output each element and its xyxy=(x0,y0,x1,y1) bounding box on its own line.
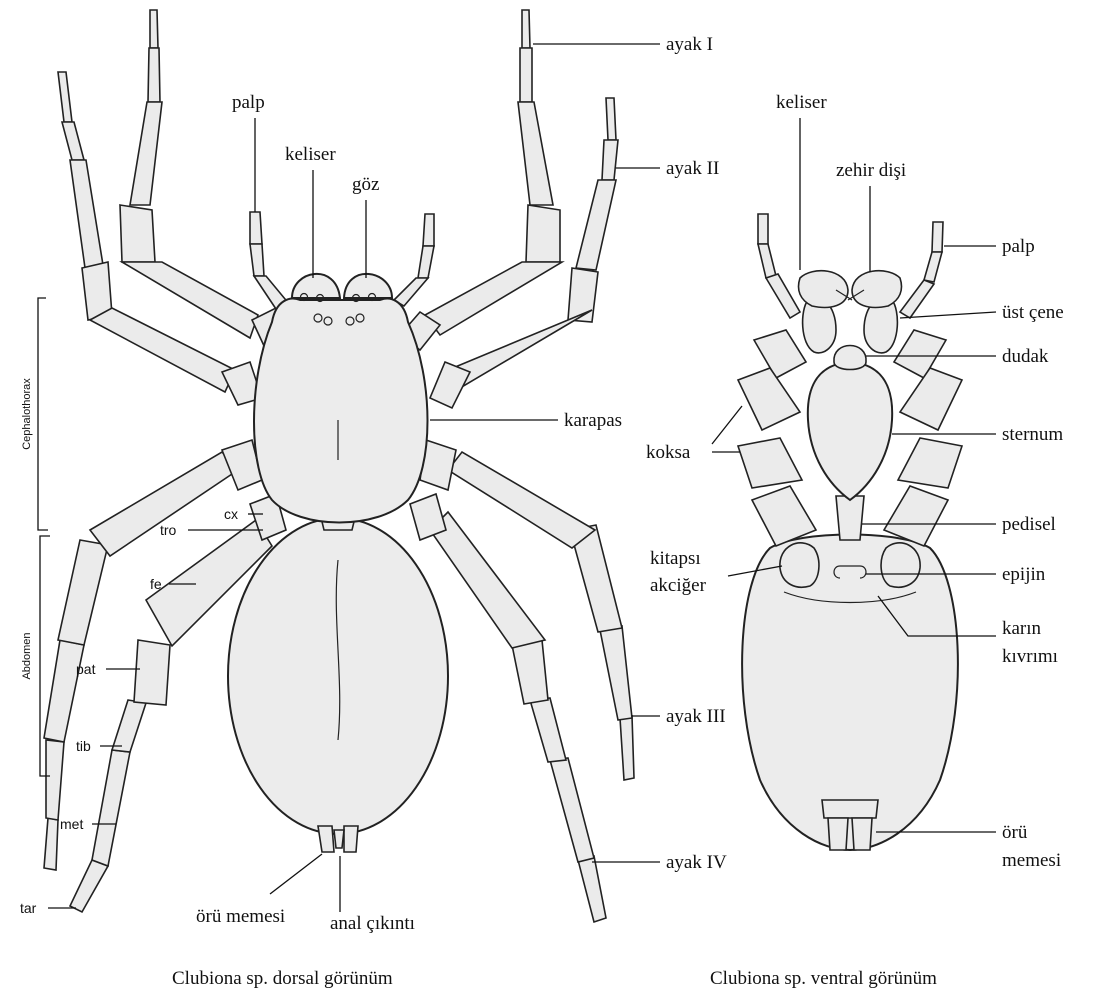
ventral-book-lung-right xyxy=(881,543,920,587)
label-tro: tro xyxy=(160,522,177,538)
dorsal-side-brackets: Cephalothorax Abdomen xyxy=(21,298,50,776)
ventral-palp-right xyxy=(900,222,943,318)
label-ayak-4: ayak IV xyxy=(666,852,727,873)
label-ust-cene: üst çene xyxy=(1002,302,1064,323)
label-kivrimi: kıvrımı xyxy=(1002,646,1058,667)
label-abdomen: Abdomen xyxy=(21,632,33,679)
label-ayak-2: ayak II xyxy=(666,158,719,179)
label-memesi: memesi xyxy=(1002,850,1061,871)
label-zehir-disi: zehir dişi xyxy=(836,160,906,181)
label-goz: göz xyxy=(352,174,379,195)
ventral-pedicel xyxy=(836,496,864,540)
label-pat: pat xyxy=(76,661,96,677)
dorsal-carapace xyxy=(254,299,428,523)
label-palp-ventral: palp xyxy=(1002,236,1035,257)
label-ayak-3: ayak III xyxy=(666,706,726,727)
label-kitapsi: kitapsı xyxy=(650,548,701,569)
dorsal-chelicera-left xyxy=(292,274,340,298)
label-epijin: epijin xyxy=(1002,564,1046,585)
label-oru: örü xyxy=(1002,822,1028,843)
label-keliser-dorsal: keliser xyxy=(285,144,336,165)
dorsal-leg-1-left xyxy=(120,10,292,348)
ventral-sternum xyxy=(808,362,892,500)
label-cx: cx xyxy=(224,506,238,522)
ventral-labium xyxy=(834,346,866,370)
dorsal-palp-left xyxy=(250,212,290,312)
ventral-book-lung-left xyxy=(780,543,819,587)
label-dudak: dudak xyxy=(1002,346,1049,367)
label-oru-memesi-dorsal: örü memesi xyxy=(196,906,285,927)
label-akciger: akciğer xyxy=(650,575,707,596)
dorsal-leg-1-right xyxy=(400,10,562,350)
label-karapas: karapas xyxy=(564,410,622,431)
caption-dorsal: Clubiona sp. dorsal görünüm xyxy=(172,968,393,989)
label-koksa: koksa xyxy=(646,442,691,463)
caption-ventral: Clubiona sp. ventral görünüm xyxy=(710,968,937,989)
label-ayak-1: ayak I xyxy=(666,34,713,55)
dorsal-chelicera-right xyxy=(344,274,392,298)
dorsal-anal-tubercle xyxy=(334,830,344,848)
dorsal-leg-3-right xyxy=(420,440,634,780)
dorsal-palp-right xyxy=(394,214,434,306)
ventral-palp-left xyxy=(758,214,800,318)
label-cephalothorax: Cephalothorax xyxy=(21,378,33,450)
label-keliser-ventral: keliser xyxy=(776,92,827,113)
label-sternum: sternum xyxy=(1002,424,1063,445)
ventral-chelicera-right xyxy=(852,271,902,308)
label-tar: tar xyxy=(20,900,37,916)
label-karin: karın xyxy=(1002,618,1042,639)
label-pedisel: pedisel xyxy=(1002,514,1056,535)
label-tib: tib xyxy=(76,738,91,754)
label-anal-cikinti: anal çıkıntı xyxy=(330,913,415,934)
label-met: met xyxy=(60,816,83,832)
label-palp-dorsal: palp xyxy=(232,92,265,113)
dorsal-view: Cephalothorax Abdomen ayak I ay xyxy=(20,10,727,989)
ventral-chelicera-left xyxy=(799,271,849,308)
label-fe: fe xyxy=(150,576,162,592)
